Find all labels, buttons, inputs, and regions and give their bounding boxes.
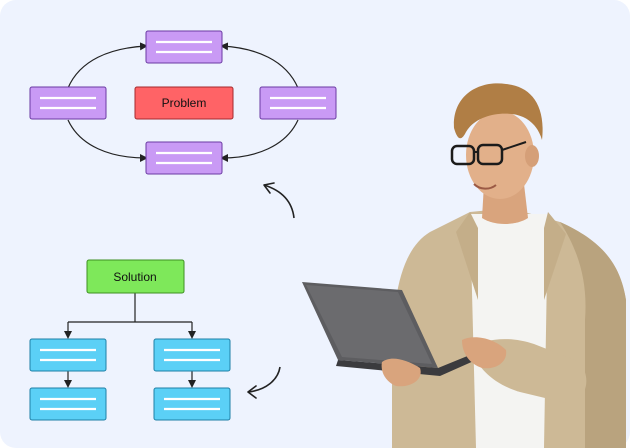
cycle-connector-left-to-bottom (67, 119, 148, 162)
curved-arrow-lower-head (247, 385, 257, 399)
tree-node-left-2 (29, 387, 107, 421)
cycle-node-right (259, 86, 337, 120)
solution-label: Solution (113, 270, 156, 284)
cycle-node-bottom (145, 141, 223, 175)
t-shirt (470, 214, 548, 448)
left-hand (381, 358, 421, 387)
cycle-connector-right-to-top (220, 42, 299, 89)
jacket-collar-left (456, 212, 478, 300)
problem-node: Problem (134, 86, 234, 120)
tree-node-right-2 (153, 387, 231, 421)
cycle-node-top (145, 30, 223, 64)
tree-diagram: Solution (29, 259, 231, 421)
laptop-screen-back (306, 285, 432, 364)
problem-label: Problem (162, 96, 207, 110)
jacket-collar-right (544, 212, 566, 300)
mouth (473, 183, 497, 190)
cycle-diagram: Problem (29, 30, 337, 175)
face (466, 111, 534, 199)
curved-arrow-lower (247, 366, 281, 393)
ear (525, 145, 539, 167)
hair (453, 83, 543, 140)
solution-node: Solution (86, 259, 185, 294)
person-with-laptop-photo (302, 83, 626, 448)
jacket-shade (560, 222, 626, 448)
right-hand (462, 337, 507, 369)
cycle-node-left (29, 86, 107, 120)
curved-arrow-upper (263, 184, 295, 219)
laptop-base (336, 346, 494, 376)
curved-arrow-upper-head (263, 182, 275, 194)
glasses-icon (450, 141, 527, 166)
tree-node-left-1 (29, 338, 107, 372)
cycle-connector-left-to-top (67, 42, 148, 89)
cycle-connector-right-to-bottom (220, 119, 299, 162)
tree-node-right-1 (153, 338, 231, 372)
